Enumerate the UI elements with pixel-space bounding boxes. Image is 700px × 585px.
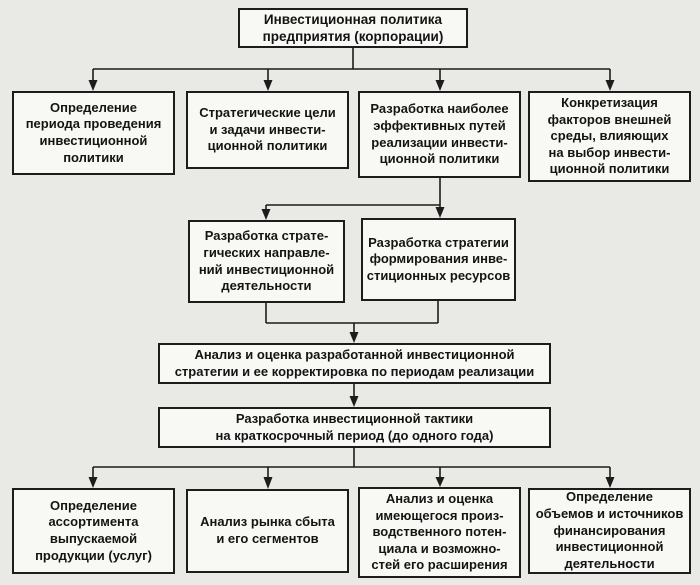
node-short-term-tactics: Разработка инвестиционной тактики на кра… bbox=[158, 407, 551, 448]
node-period-determination: Определение периода проведения инвестици… bbox=[12, 91, 175, 175]
node-resource-formation-strategy: Разработка стратегии формирования инве- … bbox=[361, 218, 516, 301]
node-financing-sources: Определение объемов и источников финанси… bbox=[528, 488, 691, 574]
node-strategic-goals: Стратегические цели и задачи инвести- ци… bbox=[186, 91, 349, 169]
node-effective-ways: Разработка наиболее эффективных путей ре… bbox=[358, 91, 521, 178]
node-external-factors: Конкретизация факторов внешней среды, вл… bbox=[528, 91, 691, 182]
node-investment-policy-root: Инвестиционная политика предприятия (кор… bbox=[238, 8, 468, 48]
node-strategy-analysis-adjustment: Анализ и оценка разработанной инвестицио… bbox=[158, 343, 551, 384]
node-product-assortment: Определение ассортимента выпускаемой про… bbox=[12, 488, 175, 574]
node-market-analysis: Анализ рынка сбыта и его сегментов bbox=[186, 489, 349, 573]
node-production-potential: Анализ и оценка имеющегося произ- водств… bbox=[358, 487, 521, 578]
node-strategic-directions: Разработка страте- гических направле- ни… bbox=[188, 220, 345, 303]
